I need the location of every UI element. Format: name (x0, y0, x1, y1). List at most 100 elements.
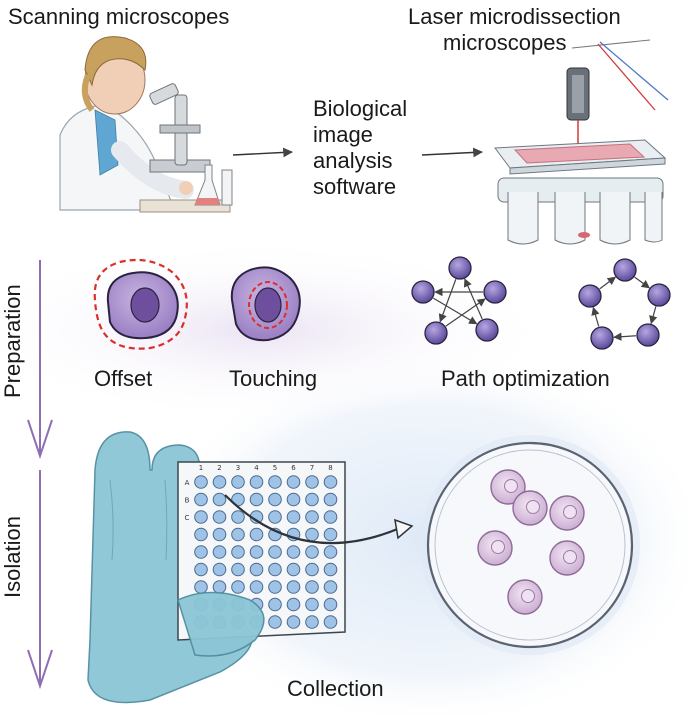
plate-well (212, 475, 227, 489)
transfer-arrow (224, 494, 401, 545)
plate-well (323, 545, 338, 559)
graph-edge-optimized (634, 276, 651, 289)
graph-node-optimized (647, 283, 671, 307)
plate-well (323, 615, 338, 629)
plate-well (323, 562, 338, 577)
plate-well (268, 615, 282, 629)
plate-well (212, 562, 227, 577)
plate-well (305, 510, 319, 524)
software-line-4: software (313, 174, 397, 199)
vertical-arrows (27, 260, 53, 690)
plate-well (194, 580, 208, 594)
plate-well (268, 492, 282, 507)
transfer-arrowhead (394, 518, 414, 540)
plate-well (212, 545, 227, 559)
plate-well (194, 510, 208, 524)
offset-cell (93, 258, 188, 350)
plate-well (305, 562, 319, 577)
flow-arrow-1 (232, 147, 293, 158)
plate-well (268, 510, 282, 524)
plate-well (212, 527, 227, 542)
plate-well (286, 510, 301, 524)
software-line-3: analysis (313, 148, 393, 173)
plate-well (231, 475, 245, 489)
plate-well (323, 475, 338, 489)
graph-node-unoptimized (411, 280, 435, 304)
isolated-cell-nucleus (563, 550, 577, 564)
isolated-cell-nucleus (526, 500, 540, 514)
plate-well (305, 545, 319, 559)
plate-column-number: 4 (254, 464, 259, 472)
graph-edge-unoptimized (445, 298, 486, 327)
plate-well (268, 475, 282, 489)
plate-well (212, 510, 227, 524)
plate-well (249, 545, 264, 559)
collection-label: Collection (287, 676, 384, 701)
graph-node-unoptimized (475, 318, 499, 342)
graph-edge-unoptimized (463, 278, 483, 320)
plate-well (231, 562, 245, 577)
isolation-label: Isolation (0, 516, 25, 598)
laser-microscopes-label: microscopes (443, 30, 567, 55)
graph-edge-optimized (649, 306, 658, 325)
graph-node-optimized (590, 326, 614, 350)
plate-well (231, 510, 245, 524)
plate-column-number: 1 (199, 464, 203, 472)
plate-column-number: 5 (273, 464, 277, 472)
isolated-cell-nucleus (563, 505, 577, 519)
isolated-cell-nucleus (491, 540, 505, 554)
plate-well (194, 562, 208, 577)
plate-well (323, 597, 338, 612)
software-line-2: image (313, 122, 373, 147)
plate-well (305, 527, 319, 542)
plate-well (231, 527, 245, 542)
flow-arrow-2 (421, 147, 483, 158)
laser-microdissection-label: Laser microdissection (408, 4, 621, 29)
plate-column-number: 8 (328, 464, 332, 472)
graph-node-unoptimized (448, 256, 472, 280)
plate-column-number: 7 (310, 464, 314, 472)
plate-well (286, 615, 301, 629)
software-line-1: Biological (313, 96, 408, 121)
plate-column-number: 2 (217, 464, 221, 472)
plate-well (231, 580, 245, 594)
plate-well (323, 492, 338, 507)
plate-well (305, 615, 319, 629)
plate-well (268, 597, 282, 612)
graph-edge-unoptimized (438, 279, 457, 323)
plate-well (268, 545, 282, 559)
offset-label: Offset (94, 366, 153, 391)
petri-dish (420, 435, 640, 655)
plate-well (286, 597, 301, 612)
graph-edge-optimized (591, 306, 600, 327)
plate-well (212, 492, 227, 507)
plate-well (212, 580, 227, 594)
plate-well (305, 597, 319, 612)
graph-edge-unoptimized (433, 297, 478, 325)
plate-row-letter: B (185, 497, 190, 505)
graph-edge-optimized (613, 332, 637, 341)
plate-well (305, 580, 319, 594)
plate-well (286, 562, 301, 577)
graph-node-optimized (613, 258, 637, 282)
scanning-microscopes-label: Scanning microscopes (8, 4, 230, 29)
plate-column-number: 6 (291, 464, 296, 472)
plate-well (194, 545, 208, 559)
plate-well (268, 562, 282, 577)
plate-well (249, 492, 264, 507)
preparation-label: Preparation (0, 284, 25, 398)
isolated-cell-nucleus (504, 479, 518, 493)
plate-row-letter: A (185, 479, 190, 487)
plate-well (323, 510, 338, 524)
plate-well (249, 527, 264, 542)
plate-well (323, 527, 338, 542)
graph-node-optimized (636, 323, 660, 347)
plate-column-number: 3 (236, 464, 240, 472)
plate-well (323, 580, 338, 594)
scientist-microscope-illustration (59, 36, 233, 213)
plate-well (286, 545, 301, 559)
plate-well (305, 492, 319, 507)
path-optimization-graphs (411, 256, 671, 350)
plate-well (305, 475, 319, 489)
